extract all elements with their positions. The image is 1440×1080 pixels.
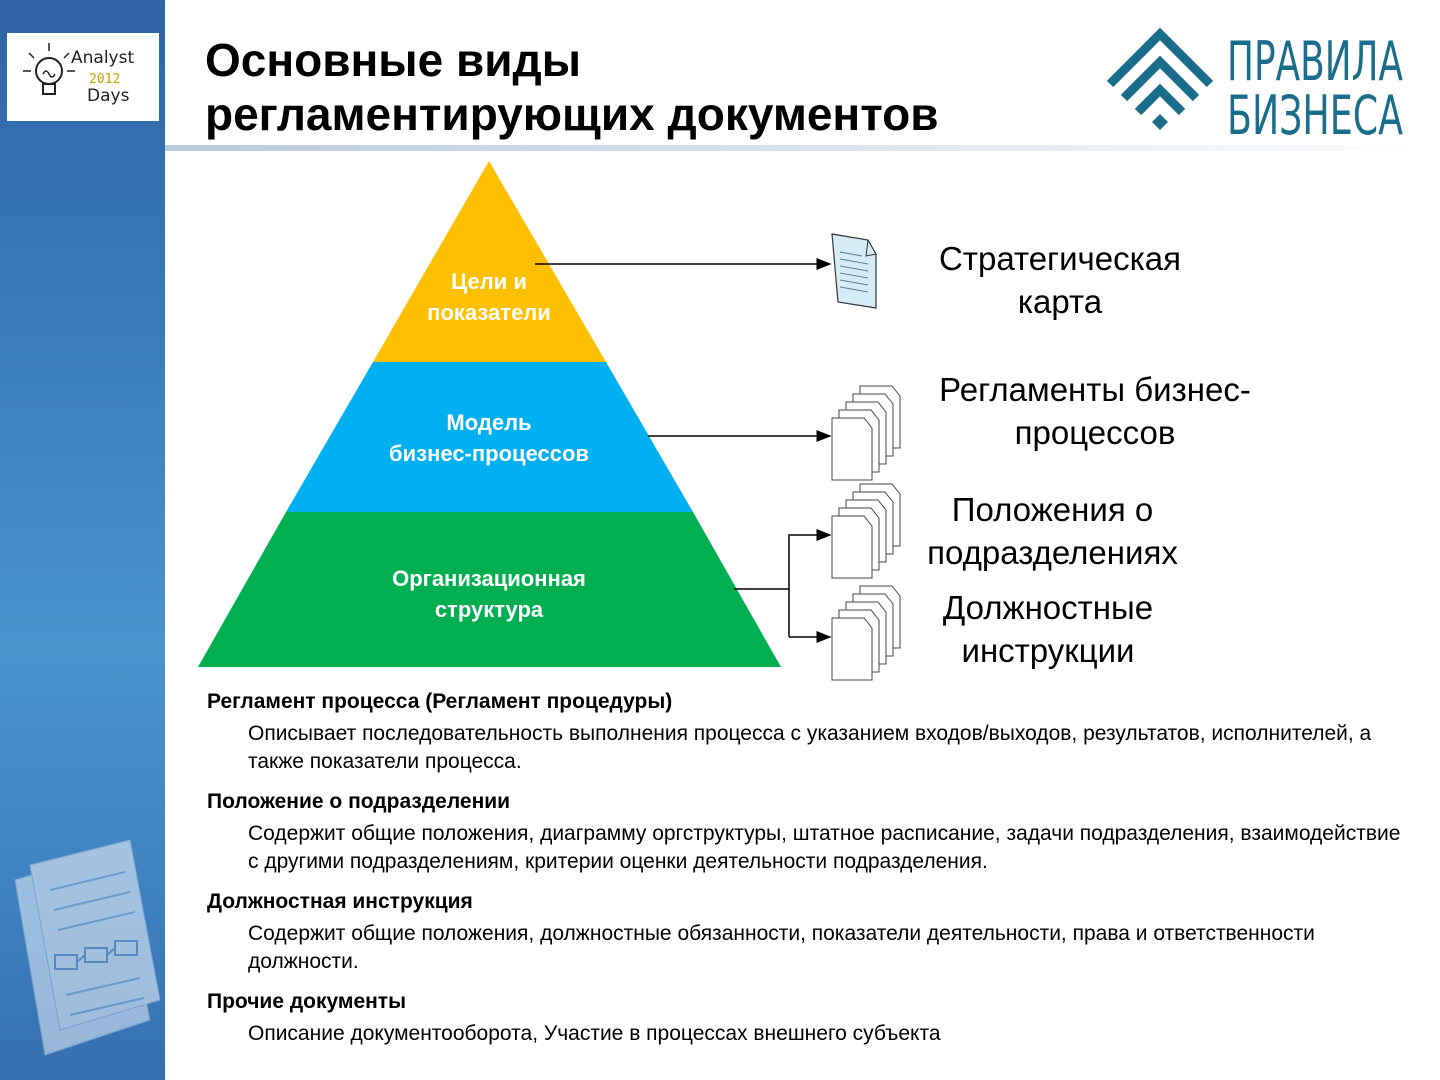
documents-illustration-icon: [14, 839, 161, 1056]
document-stack-icon: [831, 483, 901, 579]
level-1-label-line-2: показатели: [427, 300, 551, 325]
descriptions-section: Регламент процесса (Регламент процедуры)…: [207, 688, 1407, 1060]
analyst-days-logo: Analyst 2012 Days: [7, 33, 159, 121]
level-1-label-line-1: Цели и: [451, 269, 527, 294]
pyramid-level-org-structure: [198, 512, 781, 667]
document-stack-icon: [831, 385, 901, 481]
level-3-label-line-2: структура: [435, 597, 544, 622]
title-line-1: Основные виды: [205, 34, 581, 86]
pravila-biznesa-logo: ПРАВИЛА БИЗНЕСА: [1106, 27, 1403, 140]
description-text: Описывает последовательность выполнения …: [248, 722, 1372, 773]
pyramid-level-goals: [373, 161, 606, 362]
svg-text:2012: 2012: [89, 72, 120, 87]
level-3-label-line-1: Организационная: [392, 566, 586, 591]
description-text: Описание документооборота, Участие в про…: [248, 1022, 941, 1045]
title-line-2: регламентирующих документов: [205, 88, 939, 140]
description-item: Прочие документы Описание документооборо…: [207, 988, 1407, 1048]
description-heading: Положение о подразделении: [207, 790, 511, 813]
document-icon: [831, 233, 877, 309]
brand-line-1: ПРАВИЛА: [1227, 30, 1403, 93]
connector-branch: [734, 529, 832, 590]
description-text: Содержит общие положения, должностные об…: [248, 922, 1315, 973]
description-item: Положение о подразделении Содержит общие…: [207, 788, 1407, 876]
level-2-label-line-1: Модель: [446, 410, 531, 435]
description-heading: Регламент процесса (Регламент процедуры): [207, 690, 673, 713]
description-heading: Прочие документы: [207, 990, 407, 1013]
header-divider: [165, 145, 1440, 151]
lightbulb-icon: Analyst 2012 Days: [23, 43, 134, 106]
brand-line-2: БИЗНЕСА: [1227, 84, 1403, 140]
pyramid-level-process-model: [286, 362, 693, 512]
sidebar-background: [0, 0, 165, 1080]
level-2-label-line-2: бизнес-процессов: [389, 441, 589, 466]
svg-text:Analyst: Analyst: [71, 48, 134, 68]
description-text: Содержит общие положения, диаграмму оргс…: [248, 822, 1401, 873]
description-item: Регламент процесса (Регламент процедуры)…: [207, 688, 1407, 776]
page-title: Основные виды регламентирующих документо…: [205, 33, 939, 141]
svg-text:Days: Days: [87, 86, 130, 106]
document-stack-icon: [831, 585, 901, 681]
document-label-process-regulations: Регламенты бизнес-процессов: [939, 371, 1251, 451]
description-item: Должностная инструкция Содержит общие по…: [207, 888, 1407, 976]
description-heading: Должностная инструкция: [207, 890, 473, 913]
